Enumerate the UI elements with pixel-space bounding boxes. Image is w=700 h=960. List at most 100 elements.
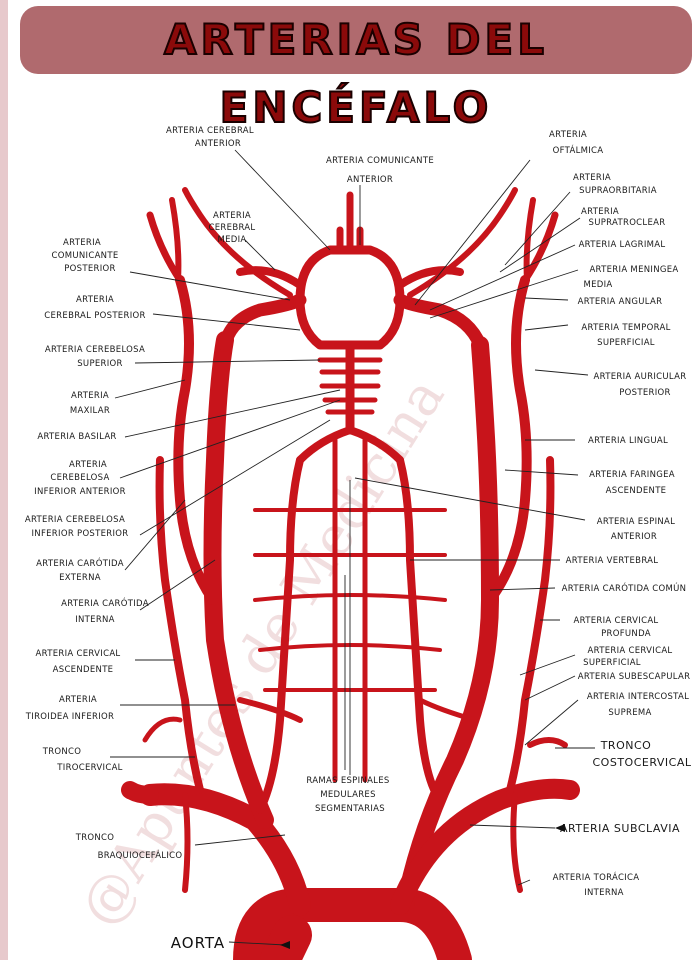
oftalmica-izq: [182, 187, 293, 298]
carotida-comun-der: [396, 336, 499, 914]
label-costocervical-1: TRONCO: [600, 739, 652, 752]
arteries: [121, 187, 580, 960]
cerebelosa-sup: [317, 357, 383, 415]
label-faringea-2: ASCENDENTE: [606, 486, 667, 496]
carotida-externa-der: [485, 275, 532, 605]
aorta-arch: [233, 888, 472, 960]
page-edge: [0, 0, 8, 960]
label-tronco-braquiocefalico-1: TRONCO: [75, 833, 115, 843]
label-temporal-2: SUPERFICIAL: [597, 338, 655, 348]
label-comunicante-anterior-1: ARTERIA COMUNICANTE: [326, 156, 434, 166]
subclavia-arrow-icon: [555, 824, 565, 832]
label-costocervical-2: COSTOCERVICAL: [593, 756, 692, 769]
label-cerebelosa-inf-ant-1: ARTERIA: [69, 460, 107, 470]
labels-right: ARTERIA OFTÁLMICA ARTERIA SUPRAORBITARIA…: [549, 130, 692, 898]
label-supratroclear-2: SUPRATROCLEAR: [589, 218, 666, 228]
label-subclavia: ARTERIA SUBCLAVIA: [560, 822, 680, 835]
label-cerebelosa-inf-post-2: INFERIOR POSTERIOR: [31, 529, 128, 539]
carotida-interna-der: [393, 293, 487, 352]
label-intercostal-1: ARTERIA INTERCOSTAL: [587, 692, 689, 702]
label-cervical-profunda-1: ARTERIA CERVICAL: [574, 616, 659, 626]
label-espinal-anterior-2: ANTERIOR: [611, 532, 657, 542]
label-carotida-comun: ARTERIA CARÓTIDA COMÚN: [562, 582, 687, 594]
label-cervical-ascendente-1: ARTERIA CERVICAL: [36, 649, 121, 659]
leader-lines: [110, 149, 595, 946]
label-cerebelosa-inf-ant-2: CEREBELOSA: [50, 473, 109, 483]
label-supratroclear-1: ARTERIA: [581, 207, 619, 217]
label-lingual: ARTERIA LINGUAL: [588, 436, 668, 446]
title-banner: [20, 6, 692, 74]
label-maxilar-2: MAXILAR: [70, 406, 110, 416]
label-oftalmica-2: OFTÁLMICA: [553, 144, 604, 156]
label-tronco-tirocervical-2: TIROCERVICAL: [56, 763, 122, 773]
label-cerebral-anterior-2: ANTERIOR: [195, 139, 241, 149]
label-cerebral-posterior-1: ARTERIA: [76, 295, 114, 305]
subclavia-right-vessel: [121, 781, 159, 804]
label-comunicante-posterior-1: ARTERIA: [63, 238, 101, 248]
label-cervical-profunda-2: PROFUNDA: [601, 629, 651, 639]
tiroidea-izq: [237, 697, 303, 723]
label-carotida-externa-2: EXTERNA: [59, 573, 101, 583]
cerebral-media-izq: [236, 266, 304, 289]
label-tronco-tirocervical-1: TRONCO: [42, 747, 82, 757]
oftalmica-der: [407, 187, 518, 298]
label-ramas-espinales-1: RAMAS ESPINALES: [306, 776, 389, 786]
label-cerebral-media-2: CEREBRAL: [209, 223, 256, 233]
label-cerebelosa-inf-ant-3: INFERIOR ANTERIOR: [34, 487, 126, 497]
label-auricular-2: POSTERIOR: [619, 388, 670, 398]
tronco-braquiocefalico-vessel: [139, 783, 311, 916]
label-oftalmica-1: ARTERIA: [549, 130, 587, 140]
label-angular: ARTERIA ANGULAR: [578, 297, 663, 307]
label-espinal-anterior-1: ARTERIA ESPINAL: [597, 517, 675, 527]
label-cerebral-media-3: MEDIA: [217, 235, 246, 245]
carotida-interna-izq: [218, 293, 307, 352]
label-cerebral-media-1: ARTERIA: [213, 211, 251, 221]
labels-left: ARTERIA CEREBRAL ANTERIOR ARTERIA COMUNI…: [25, 126, 434, 952]
label-comunicante-anterior-2: ANTERIOR: [347, 175, 393, 185]
label-tiroidea-1: ARTERIA: [59, 695, 97, 705]
label-cervical-superficial-1: ARTERIA CERVICAL: [588, 646, 673, 656]
label-tronco-braquiocefalico-2: BRAQUIOCEFÁLICO: [98, 849, 183, 861]
label-intercostal-2: SUPREMA: [608, 708, 651, 718]
label-ramas-espinales-3: SEGMENTARIAS: [315, 804, 385, 814]
tirocervical-der: [506, 456, 555, 794]
label-vertebral: ARTERIA VERTEBRAL: [566, 556, 659, 566]
toracica-interna-izq: [182, 792, 191, 893]
label-cervical-ascendente-2: ASCENDENTE: [53, 665, 114, 675]
label-auricular-1: ARTERIA AURICULAR: [594, 372, 687, 382]
label-ramas-espinales-2: MEDULARES: [320, 790, 376, 800]
label-cerebelosa-superior-2: SUPERIOR: [77, 359, 123, 369]
label-meningea-1: ARTERIA MENINGEA: [589, 265, 678, 275]
cerebral-media-der: [396, 266, 464, 289]
page-title: ARTERIAS DEL ENCÉFALO: [163, 14, 548, 133]
label-maxilar-1: ARTERIA: [71, 391, 109, 401]
label-carotida-interna-1: ARTERIA CARÓTIDA: [61, 597, 149, 609]
label-aorta: AORTA: [171, 934, 225, 952]
label-tiroidea-2: TIROIDEA INFERIOR: [25, 712, 114, 722]
label-carotida-interna-2: INTERNA: [75, 615, 115, 625]
label-comunicante-posterior-3: POSTERIOR: [64, 264, 115, 274]
vertebral-izq: [256, 456, 304, 814]
tirocervical-izq: [155, 456, 204, 794]
carotida-comun-izq: [203, 331, 274, 829]
aorta-arrow-icon: [280, 941, 290, 949]
label-cerebelosa-inf-post-1: ARTERIA CEREBELOSA: [25, 515, 125, 525]
vertebral-merge: [296, 426, 404, 464]
costocervical-der: [527, 737, 568, 748]
circulo-willis: [295, 245, 405, 350]
label-cerebelosa-superior-1: ARTERIA CEREBELOSA: [45, 345, 145, 355]
carotida-externa-izq: [173, 275, 218, 605]
label-meningea-2: MEDIA: [583, 280, 612, 290]
label-faringea-1: ARTERIA FARINGEA: [589, 470, 675, 480]
intercostal-der: [417, 697, 478, 723]
aorta-root: [260, 915, 312, 960]
label-basilar: ARTERIA BASILAR: [37, 432, 116, 442]
label-supraorbitaria-1: ARTERIA: [573, 173, 611, 183]
temporal-izq-2: [169, 197, 182, 283]
temporal-der-2: [523, 197, 536, 283]
toracica-interna-der: [510, 792, 523, 893]
label-cervical-superficial-2: SUPERFICIAL: [583, 658, 641, 668]
label-cerebral-posterior-2: CEREBRAL POSTERIOR: [44, 311, 145, 321]
